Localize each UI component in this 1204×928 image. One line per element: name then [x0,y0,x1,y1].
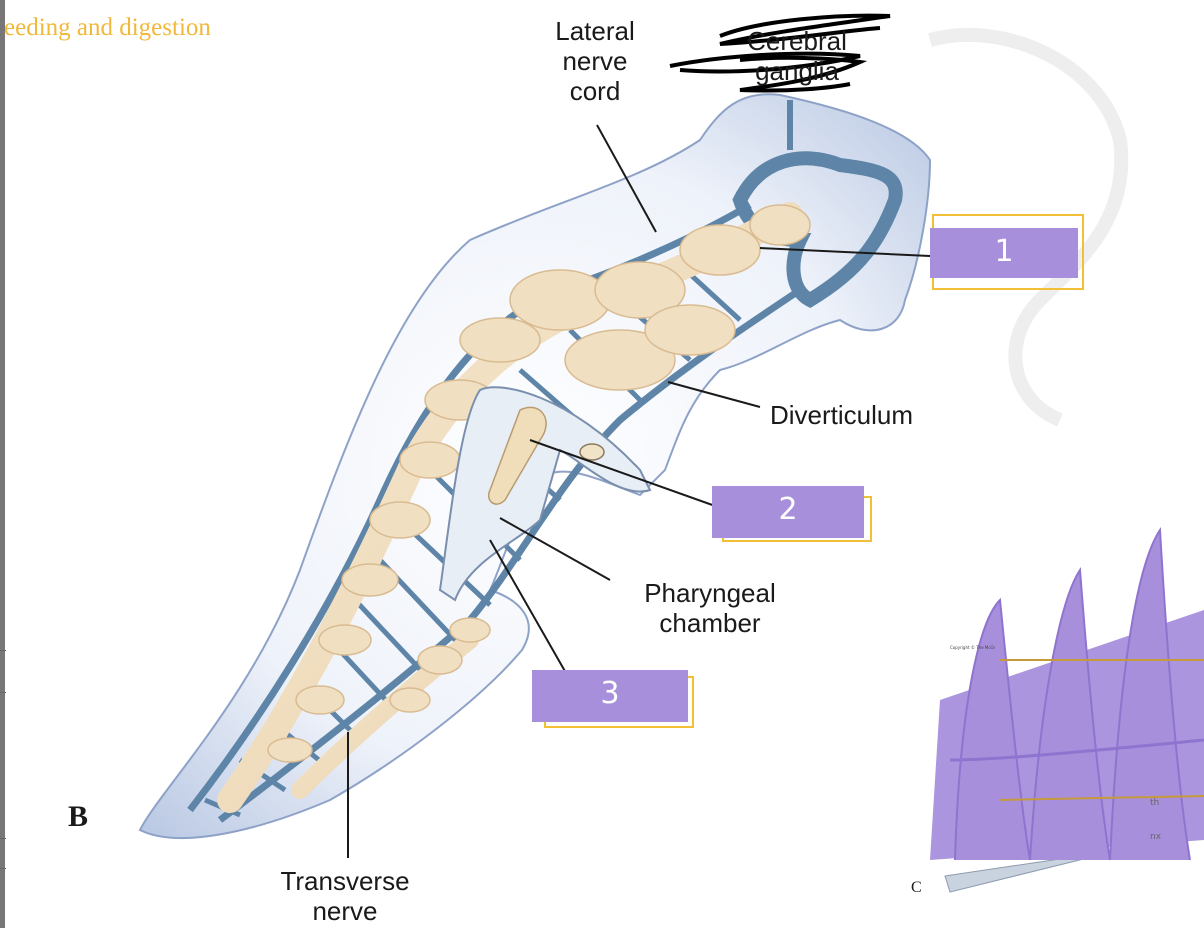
answer-fill-1[interactable]: 1 [930,228,1078,278]
figure-letter-c: C [911,879,922,896]
gut-diverticula [267,204,811,763]
answer-number-1: 1 [994,234,1014,269]
answer-number-2: 2 [778,492,798,527]
left-tick-line [0,650,6,651]
label-line: cord [569,76,621,106]
lateral-nerve-cord-right [217,287,802,823]
inset-figure-c [930,526,1204,893]
left-edge-bar [0,0,5,928]
figure-letter-b: B [68,800,89,833]
copyright-fragment: Copyright © The McGr [950,645,996,650]
label-line: Transverse [280,866,410,896]
inset-fragment-th: th [1150,798,1160,808]
diverticulum-label: Diverticulum [770,400,914,430]
left-tick-line [0,838,6,839]
header-title: eeding and digestion [4,14,211,41]
left-tick-line [0,692,6,693]
answer-fill-2[interactable]: 2 [712,486,864,538]
label-line: nerve [562,46,628,76]
answer-number-3: 3 [600,676,620,711]
cerebral-ganglia-label: Cerebral ganglia [712,26,882,86]
pharyngeal-chamber-label: Pharyngeal chamber [620,578,800,638]
label-line: nerve [312,896,378,926]
label-line: chamber [659,608,761,638]
label-line: Lateral [555,16,635,46]
background-sketch [928,27,1129,427]
answer-fill-3[interactable]: 3 [532,670,688,722]
label-line: Cerebral [747,26,847,56]
lateral-nerve-cord-label: Lateral nerve cord [530,16,660,106]
pointer-lines [347,124,931,858]
scribble-redaction [669,13,891,93]
label-line: ganglia [755,56,839,86]
mouth-opening [579,443,605,461]
pharyngeal-pouch [438,386,652,602]
label-line: Pharyngeal [644,578,776,608]
left-tick-line [0,868,6,869]
transverse-nerve-label: Transverse nerve [255,866,435,926]
pharynx [488,406,547,505]
inset-fragment-nx: nx [1150,832,1162,842]
